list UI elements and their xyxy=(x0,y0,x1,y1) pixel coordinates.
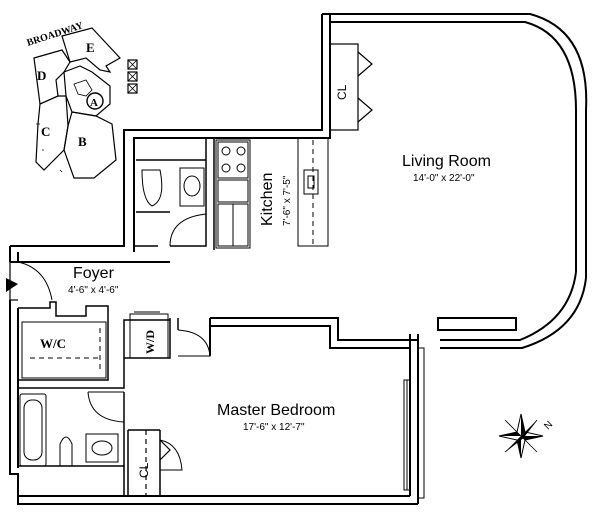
closet-living-label: CL xyxy=(335,84,349,100)
site-street-label: BROADWAY xyxy=(26,20,86,49)
closet-living xyxy=(329,43,373,131)
foyer-dims: 4'-6" x 4'-6" xyxy=(68,285,119,296)
site-unit-d: D xyxy=(37,68,46,83)
north-arrow-icon xyxy=(498,413,544,459)
site-unit-b: B xyxy=(78,134,87,149)
living-room-dims: 14'-0" x 22'-0" xyxy=(413,173,475,184)
washer-dryer-label: W/D xyxy=(143,330,157,354)
bathroom-fixtures xyxy=(19,167,205,467)
washer-dryer xyxy=(129,311,169,359)
closet-bedroom xyxy=(145,430,171,496)
door-swings xyxy=(87,213,211,471)
site-unit-a: A xyxy=(90,97,98,109)
walk-in-closet-label: W/C xyxy=(40,336,66,351)
foyer-name: Foyer xyxy=(73,265,115,282)
site-unit-e: E xyxy=(86,40,95,55)
site-unit-c: C xyxy=(41,124,50,139)
site-key-plan xyxy=(33,27,138,179)
bedroom-window xyxy=(403,347,425,499)
north-label: N xyxy=(542,419,555,432)
walk-in-closet xyxy=(21,321,107,379)
exterior-walls xyxy=(9,13,588,505)
entry-arrow-icon xyxy=(6,278,18,292)
living-room-name: Living Room xyxy=(402,153,491,170)
kitchen-dims: 7'-6" x 7'-5" xyxy=(282,175,293,226)
kitchen-fixtures xyxy=(215,137,329,249)
master-bedroom-name: Master Bedroom xyxy=(217,402,335,419)
closet-bedroom-label: CL xyxy=(137,462,151,478)
interior-walls xyxy=(18,138,215,496)
master-bedroom-dims: 17'-6" x 12'-7" xyxy=(243,422,305,433)
entry-door xyxy=(9,261,53,301)
kitchen-name: Kitchen xyxy=(259,173,276,226)
